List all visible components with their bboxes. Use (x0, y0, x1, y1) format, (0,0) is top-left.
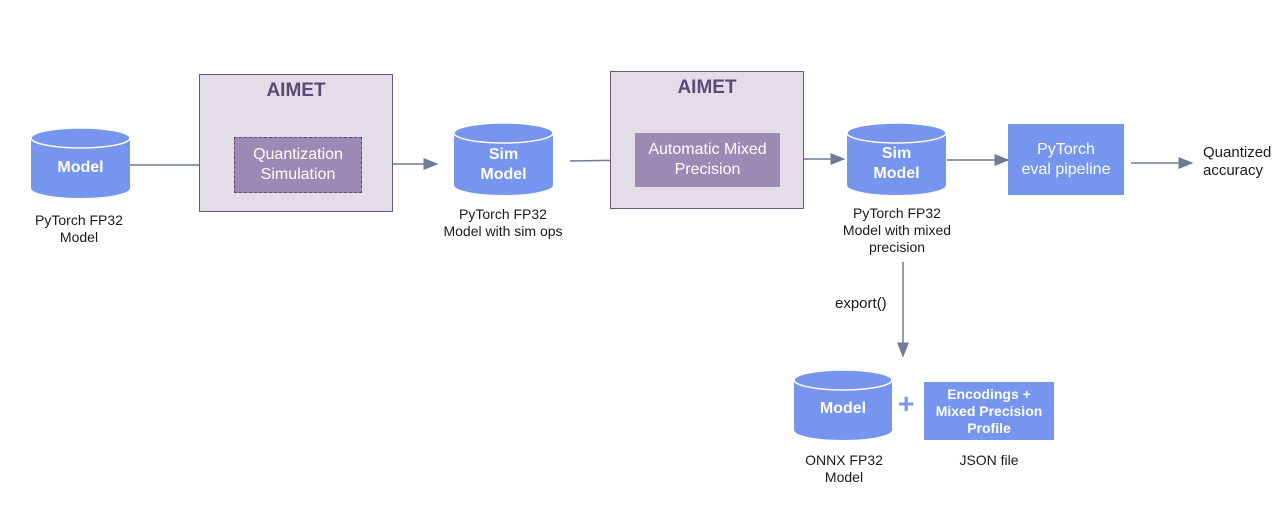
quantization-simulation-step: Quantization Simulation (234, 137, 362, 193)
plus-icon: + (898, 388, 915, 419)
database-icon (794, 370, 892, 440)
aimet-title-1: AIMET (266, 80, 326, 101)
automatic-mixed-precision-step: Automatic Mixed Precision (635, 133, 780, 187)
mixed-precision-model-caption: PyTorch FP32 Model with mixed precision (842, 205, 952, 255)
sim-model-caption: PyTorch FP32 Model with sim ops (443, 206, 563, 239)
onnx-model-label: Model (819, 400, 867, 417)
aimet-container-2: AIMET Automatic Mixed Precision (610, 71, 804, 209)
database-icon (454, 123, 553, 195)
quantized-accuracy-label: Quantized accuracy (1203, 144, 1272, 179)
aimet-container-1: AIMET Quantization Simulation (199, 74, 393, 212)
onnx-model-cylinder: Model (794, 370, 892, 440)
sim-model-label: Sim Model (480, 146, 527, 183)
mixed-precision-model-cylinder: Sim Model (847, 123, 946, 195)
encodings-caption: JSON file (959, 452, 1019, 468)
database-icon (31, 128, 130, 198)
input-model-label: Model (57, 159, 104, 176)
mixed-precision-model-label: Sim Model (873, 145, 920, 182)
encodings-box: Encodings + Mixed Precision Profile (924, 382, 1054, 440)
eval-pipeline-box: PyTorch eval pipeline (1008, 124, 1124, 195)
onnx-model-caption: ONNX FP32 Model (805, 452, 883, 485)
export-label: export() (835, 295, 887, 312)
input-model-caption: PyTorch FP32 Model (35, 212, 123, 245)
sim-model-cylinder: Sim Model (454, 123, 553, 195)
database-icon (847, 123, 946, 195)
aimet-title-2: AIMET (677, 77, 737, 98)
input-model-cylinder: Model (31, 128, 130, 198)
